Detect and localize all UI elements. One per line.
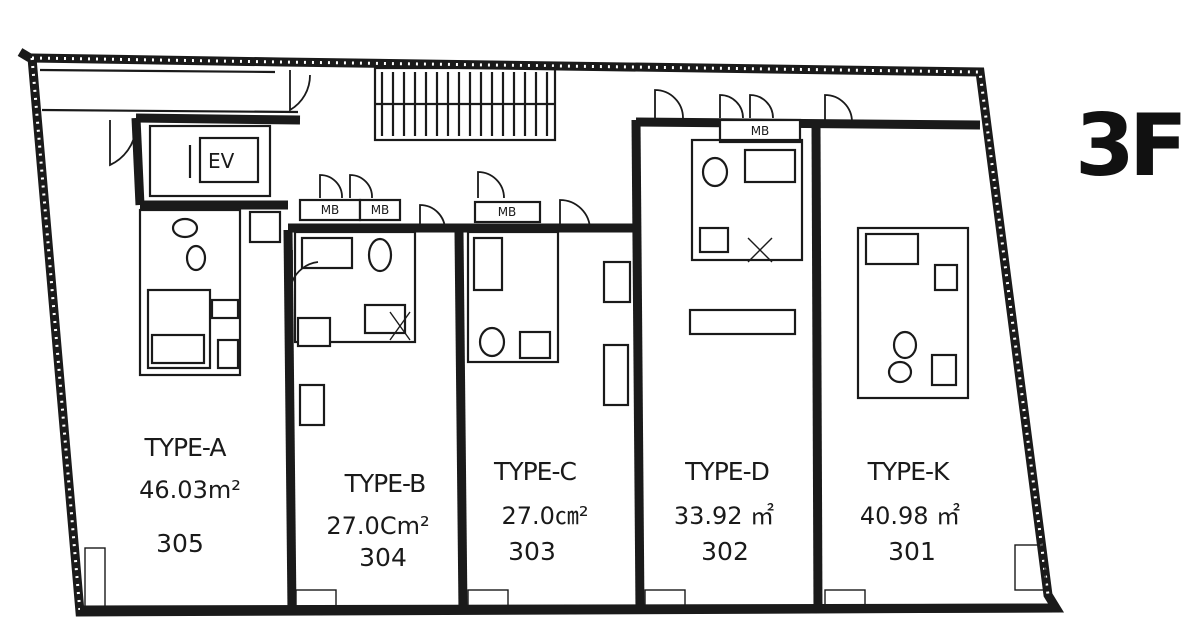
unit-number-label: 302 xyxy=(701,537,749,566)
unit-type-label: TYPE-C xyxy=(493,457,576,486)
unit-area-label: 33.92 ㎡ xyxy=(674,502,774,530)
unit-number-label: 305 xyxy=(156,529,204,558)
staircase xyxy=(373,66,557,142)
fixtures xyxy=(138,138,970,427)
unit-type-label: TYPE-B xyxy=(344,469,426,498)
unit-area-label: 27.0Cm² xyxy=(326,512,429,540)
exterior-walls xyxy=(17,48,1065,617)
unit-d: TYPE-D 33.92 ㎡ 302 xyxy=(674,457,774,566)
unit-area-label: 27.0㎝² xyxy=(501,502,588,530)
unit-b: TYPE-B 27.0Cm² 304 xyxy=(326,469,429,572)
unit-partition-walls xyxy=(79,113,1057,615)
unit-a: TYPE-A 46.03m² 305 xyxy=(139,433,241,558)
unit-area-label: 40.98 ㎡ xyxy=(860,502,960,530)
mb-label: MB xyxy=(751,124,770,138)
unit-type-label: TYPE-K xyxy=(867,457,950,486)
unit-k: TYPE-K 40.98 ㎡ 301 xyxy=(860,457,960,566)
mb-label: MB xyxy=(321,203,340,217)
elevator-label: EV xyxy=(208,149,235,173)
unit-number-label: 303 xyxy=(508,537,556,566)
hatched-shafts xyxy=(84,237,1046,609)
floor-label: 3F xyxy=(1075,96,1182,196)
unit-number-label: 304 xyxy=(359,543,407,572)
mb-label: MB xyxy=(498,205,517,219)
unit-c: TYPE-C 27.0㎝² 303 xyxy=(493,457,588,566)
mb-label: MB xyxy=(371,203,390,217)
unit-area-label: 46.03m² xyxy=(139,476,241,504)
meter-boxes: MB MB MB MB xyxy=(298,118,802,224)
doors xyxy=(109,70,853,283)
unit-number-label: 301 xyxy=(888,537,936,566)
elevator: EV xyxy=(148,124,272,198)
unit-type-label: TYPE-D xyxy=(684,457,769,486)
unit-type-label: TYPE-A xyxy=(144,433,227,462)
